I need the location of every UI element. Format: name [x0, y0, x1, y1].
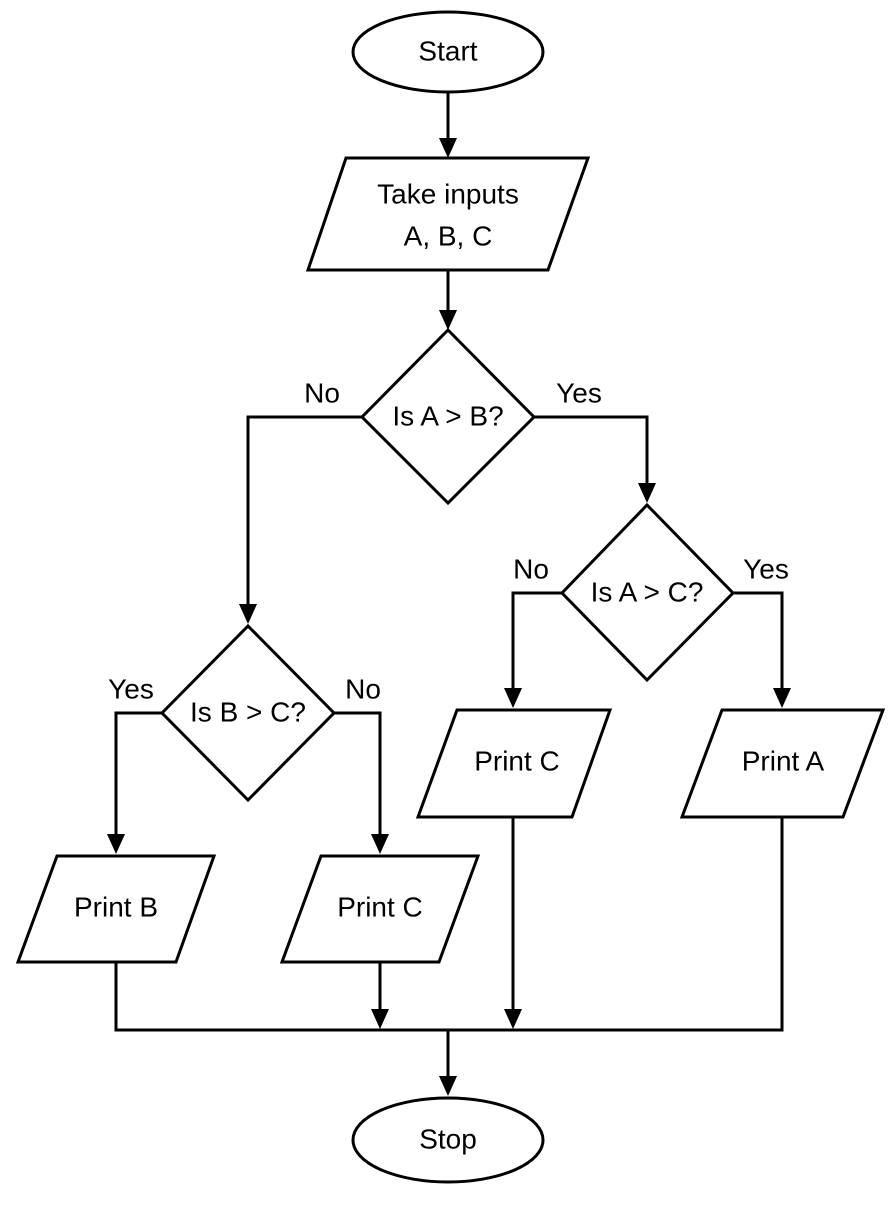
decision-a-gt-c: Is A > C? — [559, 502, 736, 683]
start-terminal: Start — [351, 10, 545, 94]
print-c-right-node: Print C — [415, 708, 613, 819]
arrowhead-print-c-right-to-merge — [504, 1009, 522, 1029]
arrowhead-to-print-c-left — [371, 834, 389, 854]
print-b-node: Print B — [15, 854, 217, 964]
arrowhead-to-decision-bc — [239, 604, 257, 624]
arrowhead-to-input — [439, 138, 457, 158]
arrowhead-to-print-c-right — [504, 688, 522, 708]
stop-label: Stop — [419, 1123, 477, 1154]
decision-a-gt-b-label: Is A > B? — [392, 400, 503, 431]
edge-ac-yes — [733, 591, 784, 692]
input-label-line1: Take inputs — [377, 178, 519, 209]
arrowhead-to-print-b — [107, 834, 125, 854]
print-c-left-label: Print C — [337, 891, 423, 922]
edge-ab-yes — [534, 415, 649, 486]
label-ac-no: No — [513, 553, 549, 584]
print-c-left-node: Print C — [279, 854, 481, 964]
arrowhead-to-decision-ac — [638, 483, 656, 503]
arrowheads — [107, 138, 791, 1096]
print-c-right-label: Print C — [474, 745, 560, 776]
arrowhead-print-c-left-to-merge — [371, 1009, 389, 1029]
input-node: Take inputs A, B, C — [305, 156, 591, 272]
print-a-label: Print A — [742, 745, 825, 776]
decision-a-gt-c-label: Is A > C? — [591, 576, 704, 607]
label-ab-no: No — [304, 377, 340, 408]
label-ac-yes: Yes — [743, 553, 789, 584]
input-label-line2: A, B, C — [404, 220, 493, 251]
decision-a-gt-b: Is A > B? — [359, 327, 537, 506]
decision-b-gt-c-label: Is B > C? — [190, 696, 306, 727]
edge-bc-no — [334, 711, 382, 838]
edge-bc-yes — [114, 711, 162, 838]
label-bc-yes: Yes — [108, 673, 154, 704]
start-label: Start — [418, 35, 477, 66]
print-a-node: Print A — [679, 708, 886, 819]
edge-labels: No Yes No Yes Yes No — [108, 377, 789, 704]
connectors — [114, 92, 784, 1080]
edge-ab-no — [246, 415, 362, 608]
edge-ac-no — [511, 591, 562, 692]
print-b-label: Print B — [74, 891, 158, 922]
stop-terminal: Stop — [351, 1096, 545, 1184]
decision-b-gt-c: Is B > C? — [159, 623, 337, 803]
arrowhead-to-decision-ab — [439, 310, 457, 330]
label-ab-yes: Yes — [556, 377, 602, 408]
arrowhead-to-stop — [439, 1076, 457, 1096]
label-bc-no: No — [345, 673, 381, 704]
arrowhead-to-print-a — [773, 688, 791, 708]
